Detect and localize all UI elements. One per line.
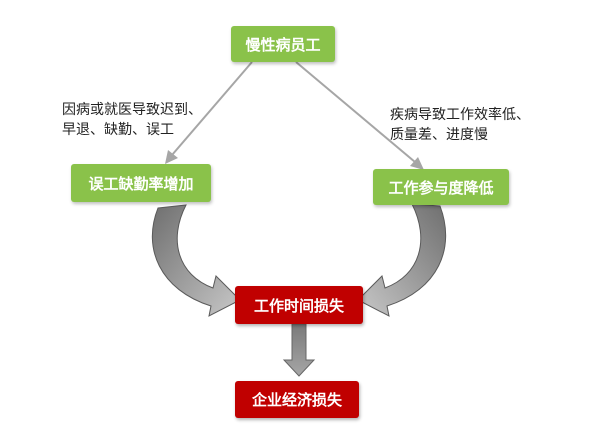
note-left-line-2: 早退、缺勤、误工 [62, 122, 174, 138]
node-chronic-employee: 慢性病员工 [231, 26, 335, 62]
curved-arrow-right [357, 203, 447, 317]
node-economic-loss: 企业经济损失 [235, 381, 359, 418]
curved-arrow-left [151, 204, 241, 317]
note-left-line-1: 因病或就医导致迟到、 [62, 102, 202, 118]
note-left: 因病或就医导致迟到、 早退、缺勤、误工 [62, 100, 202, 140]
node-absenteeism-increase: 误工缺勤率增加 [71, 164, 211, 202]
arrow-root-to-right [295, 61, 424, 170]
note-right-line-2: 质量差、进度慢 [390, 127, 488, 143]
note-right: 疾病导致工作效率低、 质量差、进度慢 [390, 105, 530, 145]
node-engagement-decrease: 工作参与度降低 [373, 169, 509, 205]
node-work-time-loss: 工作时间损失 [235, 286, 363, 324]
arrow-root-to-left [165, 61, 253, 164]
note-right-line-1: 疾病导致工作效率低、 [390, 107, 530, 123]
down-arrow [282, 323, 316, 377]
